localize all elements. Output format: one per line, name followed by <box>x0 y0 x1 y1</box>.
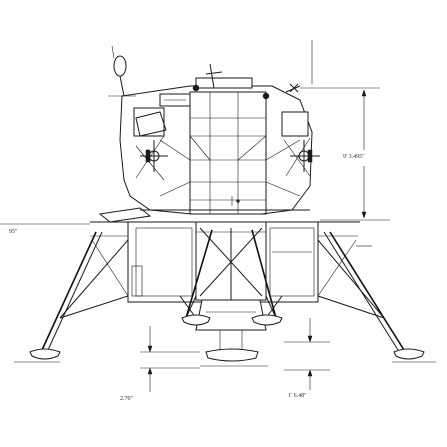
docking-light-right <box>262 92 270 100</box>
ascent-left-ledge <box>98 207 152 223</box>
rcs-right-housing <box>281 111 309 137</box>
left-primary-strut <box>41 231 97 351</box>
front-footpad-right <box>251 314 283 326</box>
left-edge-dimension-label: 95" <box>9 229 18 235</box>
stroke-arrow-bottom <box>307 369 313 377</box>
rcs-left-strut-b <box>135 135 165 179</box>
dimension-stroke <box>284 318 330 390</box>
center-footpad <box>205 348 259 362</box>
panel-diag-e <box>159 181 191 197</box>
front-strut-right <box>251 229 277 319</box>
rcs-right-bell <box>307 149 313 163</box>
descent-left-box <box>131 265 143 297</box>
right-primary-strut <box>329 231 405 351</box>
left-truss-diagonal <box>91 239 129 297</box>
landing-gear-right <box>317 231 436 363</box>
front-brace-right <box>265 295 283 319</box>
left-upper-secondary <box>59 239 129 319</box>
rcs-quad-right <box>281 111 320 177</box>
right-upper-secondary <box>317 239 385 319</box>
footpad-arrow-top <box>147 345 153 353</box>
front-brace-left <box>179 295 197 319</box>
stroke-dimension-label: 1' 6.48" <box>288 393 307 399</box>
panel-diag-c <box>265 139 301 161</box>
rcs-right-strut-a <box>283 139 311 177</box>
radar-mount <box>119 75 125 97</box>
rcs-quad-left <box>133 107 168 181</box>
front-footpad-left <box>181 314 211 326</box>
landing-gear-front <box>179 229 283 367</box>
height-arrow-top <box>361 89 367 97</box>
s-band-antenna-head <box>289 83 299 93</box>
radar-feed <box>111 45 115 59</box>
right-truss-diagonal <box>317 239 357 297</box>
vhf-antenna-crossbar <box>205 71 223 75</box>
stroke-arrow-top <box>307 335 313 343</box>
height-arrow-bottom <box>361 211 367 219</box>
panel-diag-d <box>265 181 301 197</box>
descent-left-panel <box>135 227 193 297</box>
radar-dish <box>113 55 127 77</box>
rendezvous-radar <box>108 45 136 97</box>
ascent-center-column <box>189 91 267 215</box>
panel-diag-a <box>189 135 211 161</box>
vhf-antenna-mast <box>209 63 215 89</box>
front-strut-left <box>185 229 213 319</box>
right-footpad <box>393 348 425 360</box>
rcs-left-strut-a <box>135 145 165 181</box>
dimension-footpad <box>140 326 200 392</box>
dimension-height <box>300 40 390 221</box>
docking-tunnel <box>195 77 253 89</box>
rcs-right-strut-b <box>285 137 311 177</box>
height-dimension-label: 9' 3.495" <box>343 154 365 160</box>
descent-right-panel <box>269 227 315 297</box>
docking-light-left <box>192 84 200 92</box>
descent-stage <box>90 221 360 352</box>
footpad-dimension-label: 2.70" <box>120 396 133 402</box>
footpad-arrow-bottom <box>147 367 153 375</box>
left-primary-strut-inner <box>47 231 103 351</box>
left-lower-secondary <box>59 295 129 319</box>
ascent-stage <box>98 45 320 223</box>
rcs-left-bracket <box>135 111 167 137</box>
left-footpad <box>29 348 61 360</box>
panel-diag-b <box>237 135 267 161</box>
front-lower-left <box>185 295 197 319</box>
descent-stage-body <box>127 221 319 303</box>
right-lower-secondary <box>317 295 385 319</box>
landing-gear-left <box>14 231 129 363</box>
descent-engine-bell <box>195 299 267 331</box>
ascent-center-dot <box>236 199 240 203</box>
panel-diag-f <box>159 139 191 161</box>
front-lower-right <box>265 295 277 319</box>
